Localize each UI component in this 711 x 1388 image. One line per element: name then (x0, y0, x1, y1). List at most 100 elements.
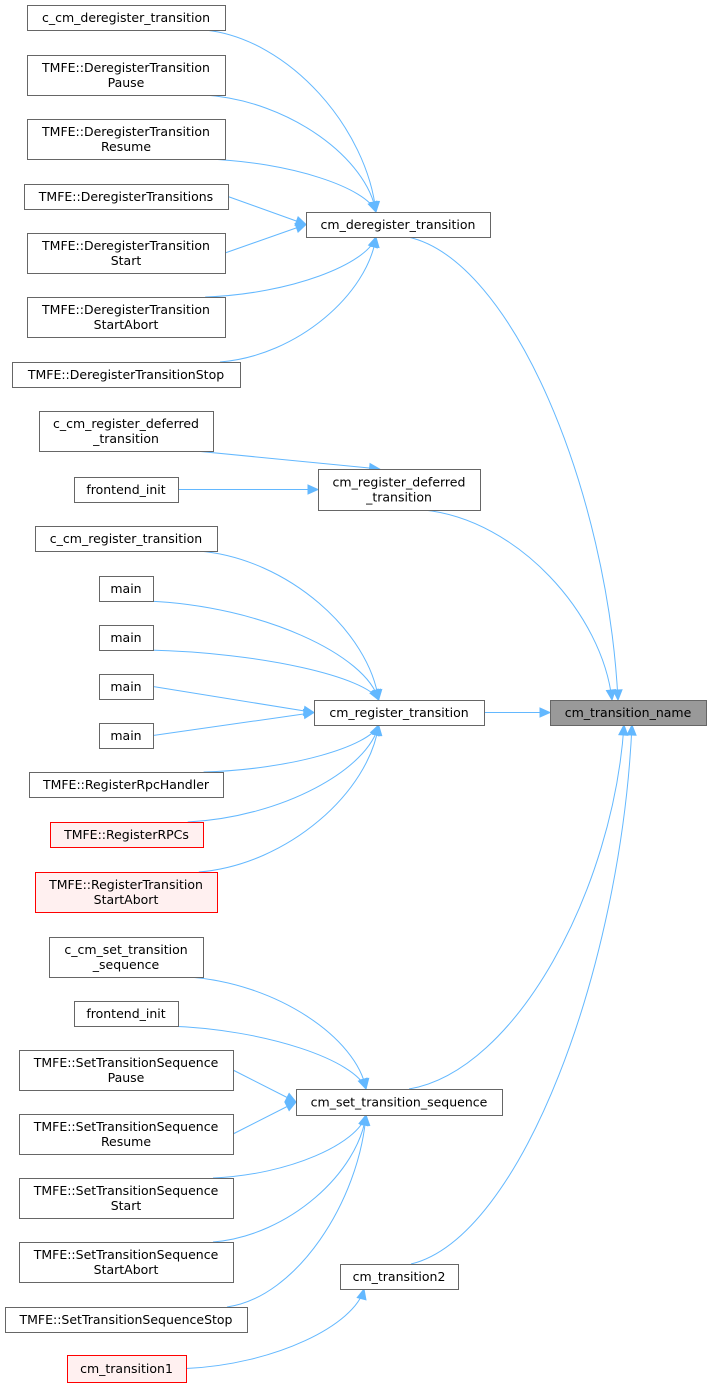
node-box (24, 184, 229, 210)
edge-arrowhead (367, 200, 378, 214)
node-label: cm_transition_name (565, 705, 692, 720)
node-label: c_cm_register_transition (50, 531, 202, 546)
node-main-2[interactable]: main (99, 625, 154, 651)
node-box (318, 469, 481, 511)
node-frontend-init-2[interactable]: frontend_init (74, 1001, 179, 1027)
edge-line (152, 686, 315, 713)
edge-line (232, 1101, 297, 1135)
edge-main-3-to-cm-register-transition (152, 686, 316, 717)
node-label: TMFE::DeregisterTransitions (38, 189, 213, 204)
node-box (550, 700, 707, 726)
edge-c-cm-deregister-transition-to-cm-deregister-transition (205, 29, 381, 214)
edge-arrowhead (284, 1101, 298, 1112)
node-box (99, 625, 154, 651)
edge-line (212, 1114, 367, 1243)
node-label: StartAbort (94, 317, 159, 332)
edge-tmfe-dereg-startabort-to-cm-deregister-transition (205, 235, 378, 298)
edge-arrowhead (612, 689, 623, 702)
node-cm-register-deferred-transition[interactable]: cm_register_deferred_transition (318, 469, 481, 511)
edge-line (187, 976, 367, 1090)
node-label: c_cm_set_transition (64, 942, 187, 957)
edge-arrowhead (369, 688, 380, 702)
edge-line (205, 236, 377, 298)
node-box (340, 1264, 459, 1290)
node-box (35, 526, 218, 552)
node-label: TMFE::SetTransitionSequence (33, 1247, 219, 1262)
edge-line (147, 600, 380, 701)
node-cm-transition2[interactable]: cm_transition2 (340, 1264, 459, 1290)
edge-line (410, 724, 633, 1265)
node-box (49, 937, 204, 978)
node-label: StartAbort (94, 1262, 159, 1277)
edge-line (205, 94, 377, 213)
node-box (19, 1050, 234, 1091)
node-cm-transition-name[interactable]: cm_transition_name (550, 700, 707, 726)
node-main-1[interactable]: main (99, 576, 154, 602)
edge-tmfe-register-rpc-handler-to-cm-register-transition (203, 723, 380, 773)
node-label: frontend_init (86, 482, 165, 497)
node-tmfe-register-rpc-handler[interactable]: TMFE::RegisterRpcHandler (29, 772, 224, 798)
node-main-4[interactable]: main (99, 723, 154, 749)
edge-main-2-to-cm-register-transition (147, 649, 380, 702)
node-label: StartAbort (94, 892, 159, 907)
node-c-cm-register-transition[interactable]: c_cm_register_transition (35, 526, 218, 552)
node-label: c_cm_deregister_transition (42, 10, 210, 25)
node-cm-register-transition[interactable]: cm_register_transition (314, 700, 485, 726)
node-label: TMFE::RegisterTransition (48, 877, 203, 892)
edge-frontend-init-2-to-cm-set-transition-sequence (167, 1025, 368, 1091)
node-label: TMFE::SetTransitionSequenceStop (19, 1312, 233, 1327)
edge-line (152, 712, 315, 736)
edge-arrowhead (539, 707, 552, 718)
edge-line (205, 158, 377, 213)
edge-cm-transition1-to-cm-transition2 (185, 1287, 367, 1369)
node-cm-transition1[interactable]: cm_transition1 (67, 1355, 187, 1383)
edge-main-1-to-cm-register-transition (147, 600, 382, 702)
node-cm-set-transition-sequence[interactable]: cm_set_transition_sequence (296, 1089, 503, 1116)
node-tmfe-dereg-stop[interactable]: TMFE::DeregisterTransitionStop (12, 362, 241, 388)
node-cm-deregister-transition[interactable]: cm_deregister_transition (306, 212, 491, 238)
node-label: TMFE::DeregisterTransitionStop (27, 367, 224, 382)
node-label: frontend_init (86, 1006, 165, 1021)
edge-arrowhead (605, 688, 617, 702)
edge-line (185, 1288, 365, 1369)
node-box (306, 212, 491, 238)
node-main-3[interactable]: main (99, 674, 154, 700)
node-label: TMFE::RegisterRPCs (63, 827, 189, 842)
edge-tmfe-seq-resume-to-cm-set-transition-sequence (232, 1101, 298, 1135)
node-box (39, 411, 214, 452)
node-tmfe-seq-stop[interactable]: TMFE::SetTransitionSequenceStop (5, 1307, 248, 1333)
node-c-cm-set-transition-sequence[interactable]: c_cm_set_transition_sequence (49, 937, 204, 978)
node-box (27, 119, 226, 160)
node-label: main (110, 630, 141, 645)
edge-line (408, 724, 625, 1090)
node-c-cm-register-deferred-transition[interactable]: c_cm_register_deferred_transition (39, 411, 214, 452)
edge-c-cm-register-transition-to-cm-register-transition (198, 550, 383, 702)
edge-tmfe-seq-stop-to-cm-set-transition-sequence (226, 1113, 371, 1308)
node-label: cm_set_transition_sequence (311, 1095, 488, 1110)
node-c-cm-deregister-transition[interactable]: c_cm_deregister_transition (27, 5, 226, 31)
node-label: TMFE::SetTransitionSequence (33, 1183, 219, 1198)
node-label: Pause (108, 1070, 145, 1085)
node-label: TMFE::DeregisterTransition (41, 302, 210, 317)
edge-tmfe-dereg-transitions-to-cm-deregister-transition (227, 196, 308, 226)
edge-line (224, 224, 307, 254)
node-tmfe-dereg-transitions[interactable]: TMFE::DeregisterTransitions (24, 184, 229, 210)
node-label: _transition (365, 490, 432, 505)
node-frontend-init-1[interactable]: frontend_init (74, 477, 179, 503)
edge-tmfe-dereg-resume-to-cm-deregister-transition (205, 158, 378, 214)
node-box (27, 55, 226, 96)
edge-line (205, 29, 377, 213)
node-box (19, 1242, 234, 1283)
node-tmfe-register-rpcs[interactable]: TMFE::RegisterRPCs (50, 822, 204, 848)
node-label: cm_transition1 (80, 1361, 173, 1376)
node-box (12, 362, 241, 388)
